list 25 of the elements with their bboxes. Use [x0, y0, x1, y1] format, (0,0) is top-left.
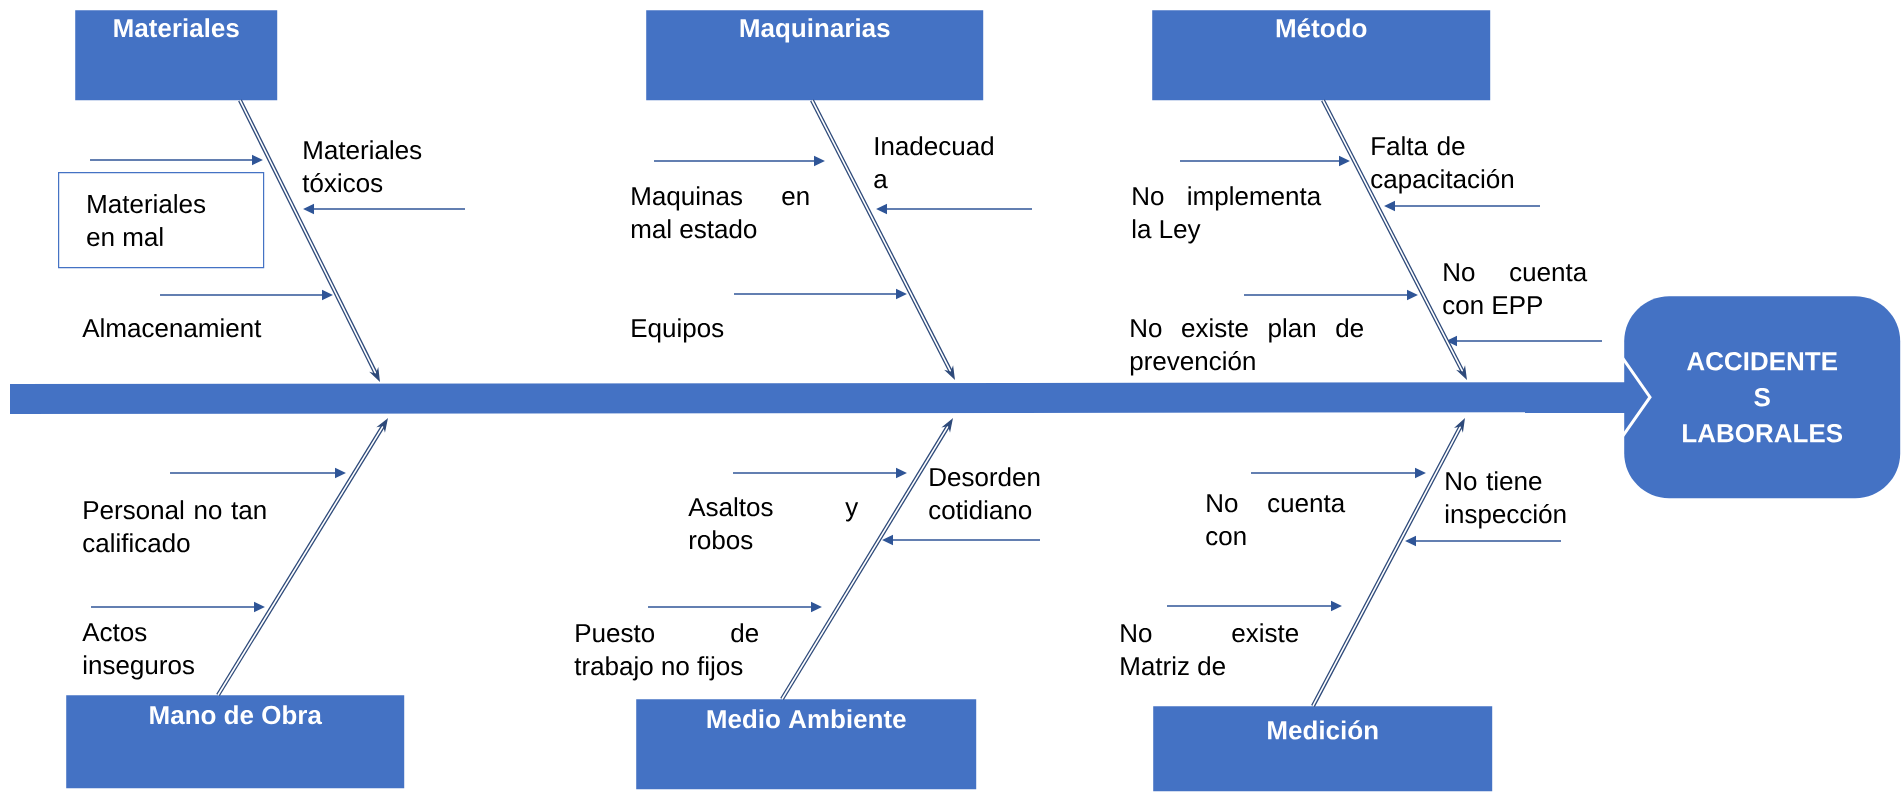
cause-label: Puesto de trabajo no fijos — [574, 623, 758, 681]
cause-label: Asaltos y robos — [688, 497, 859, 550]
cause-label: Inadecuad a — [874, 136, 993, 189]
cause-label: No cuenta con EPP — [1443, 263, 1588, 315]
cause-label: No implementa la Ley — [1132, 186, 1322, 244]
effect-box: ACCIDENTE S LABORALES — [1624, 296, 1901, 499]
cause-label: No cuenta con — [1206, 494, 1346, 546]
cause-label: No existe plan de prevención — [1130, 318, 1363, 376]
cause-label: No tiene inspección — [1445, 471, 1566, 529]
category-box: Maquinarias — [646, 10, 984, 101]
cause-label: Falta de capacitación — [1371, 136, 1514, 194]
cause-box: Materiales en mal — [58, 172, 265, 269]
cause-label: No existe Matriz de — [1121, 623, 1299, 676]
cause-label: Desorden cotidiano — [929, 467, 1040, 520]
category-box: Materiales — [75, 10, 278, 101]
spine-arrow — [10, 356, 1652, 439]
cause-label: Almacenamient — [82, 318, 262, 338]
category-box: Método — [1152, 10, 1491, 101]
category-box: Medio Ambiente — [636, 699, 977, 790]
cause-label: Maquinas en mal estado — [631, 186, 809, 239]
category-box: Medición — [1153, 706, 1493, 792]
category-box: Mano de Obra — [66, 695, 405, 789]
cause-label: Materiales tóxicos — [302, 140, 422, 193]
cause-label: Personal no tan calificado — [83, 500, 266, 553]
cause-label: Equipos — [632, 318, 724, 343]
